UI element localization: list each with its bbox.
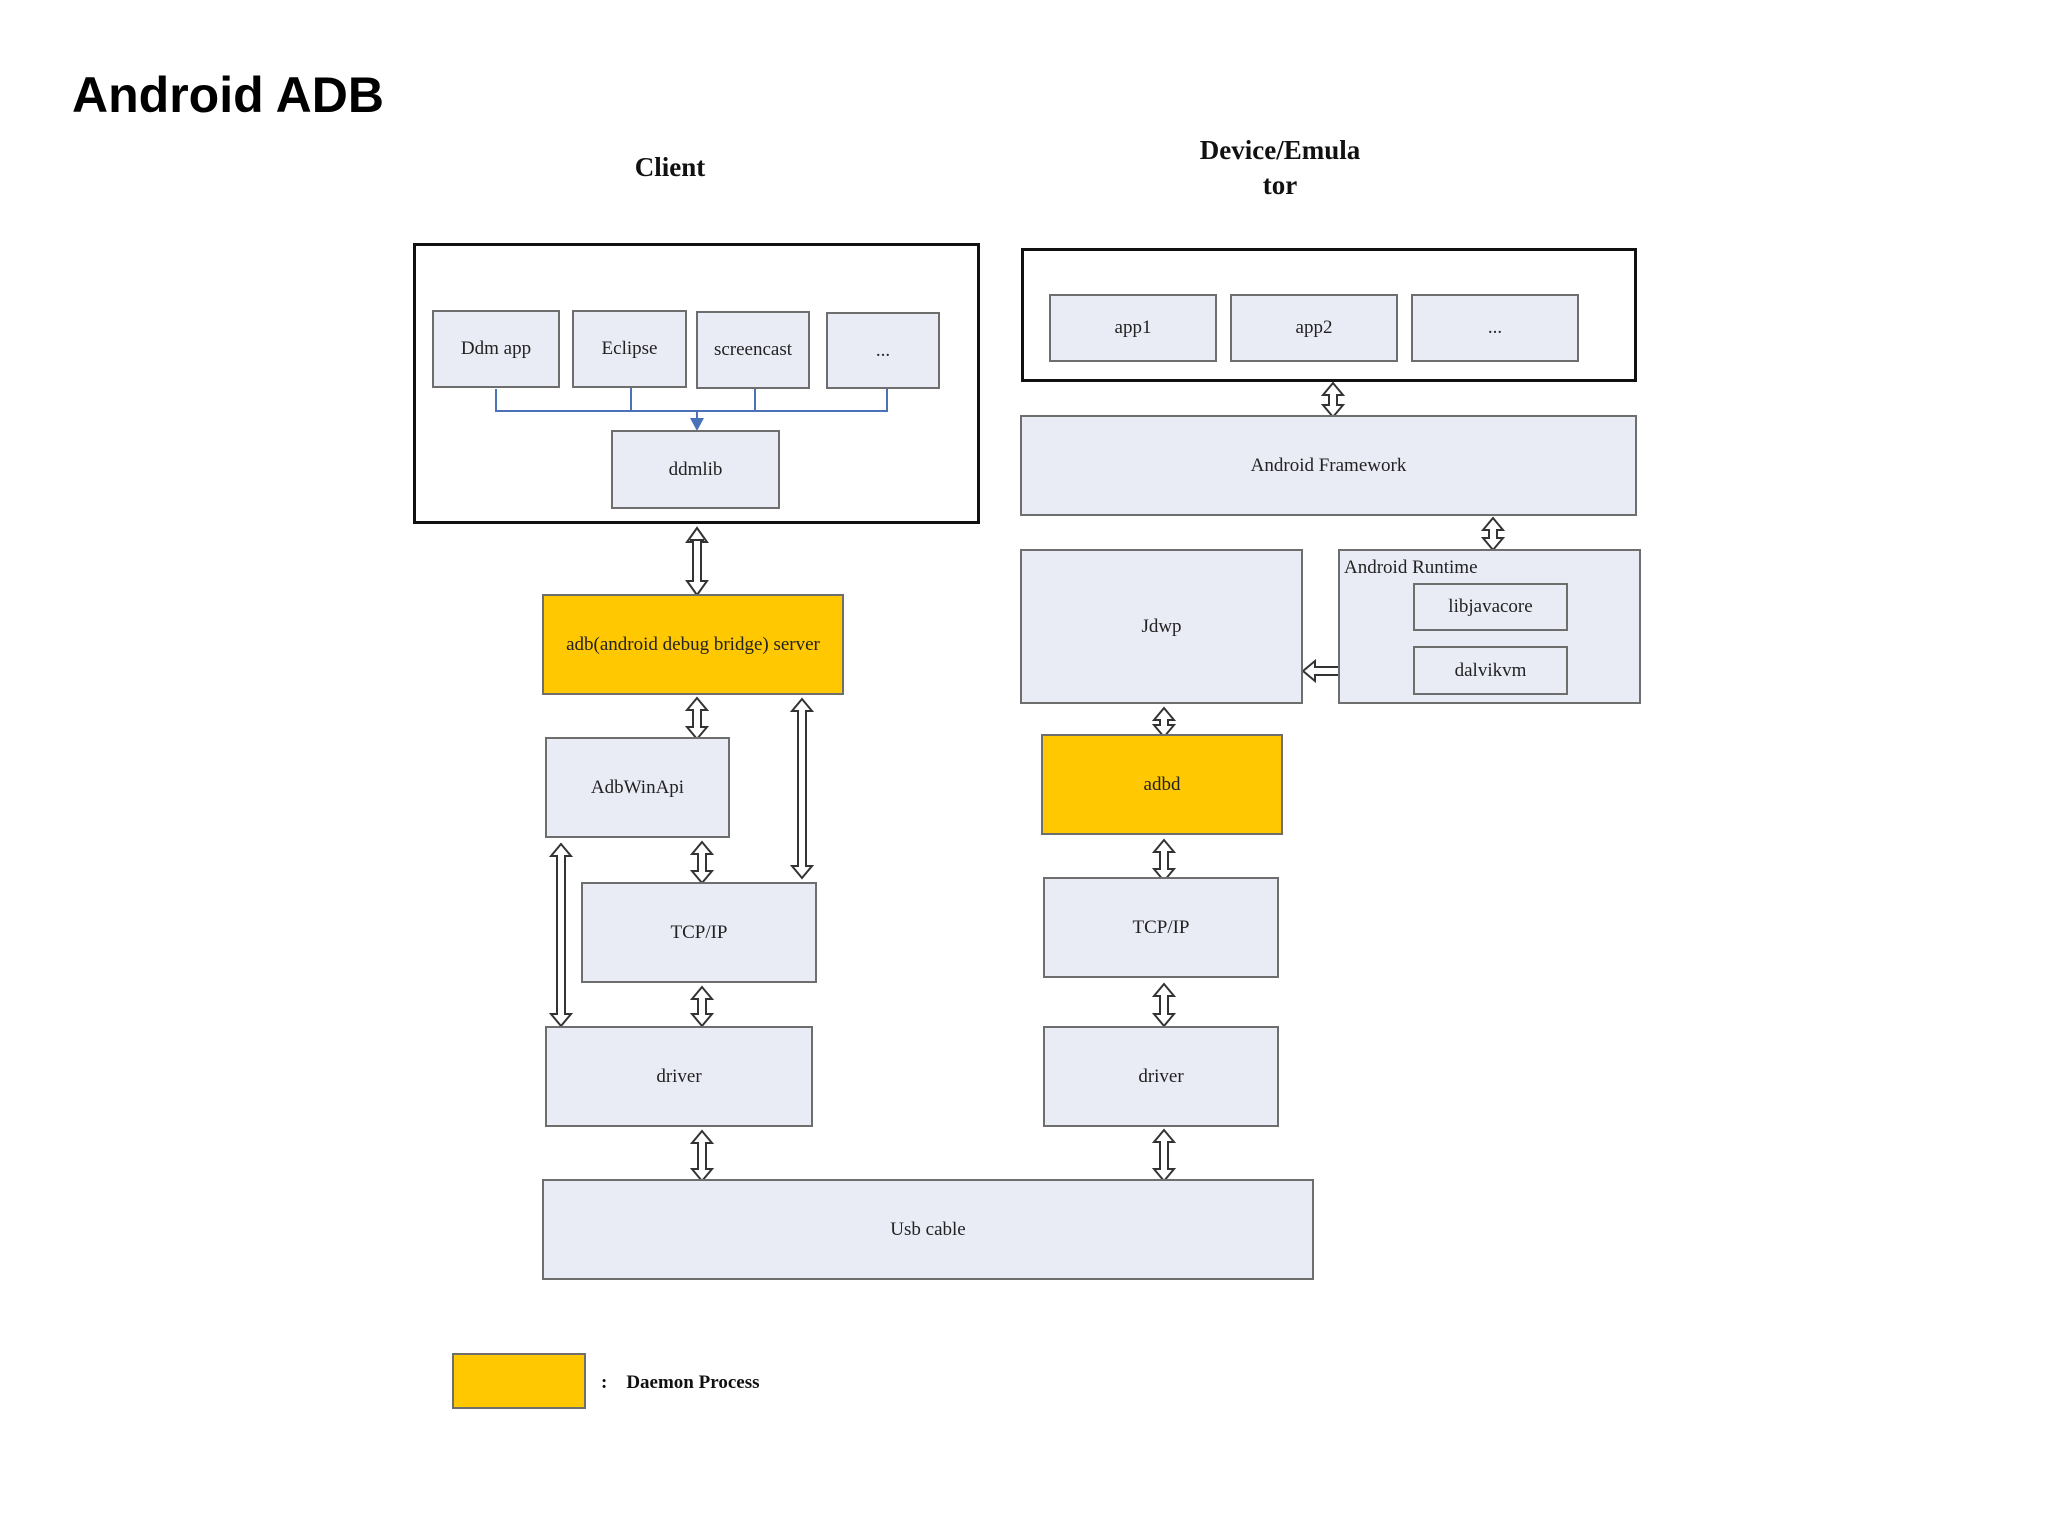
ddmlib-box: ddmlib bbox=[611, 430, 780, 509]
arrow-tcpip-to-driver-device bbox=[1151, 982, 1177, 1028]
device-heading: Device/Emula tor bbox=[1199, 135, 1361, 200]
legend-label: : Daemon Process bbox=[601, 1372, 760, 1393]
app1-box: app1 bbox=[1049, 294, 1217, 362]
more-apps-box: ... bbox=[1411, 294, 1579, 362]
client-driver-box: driver bbox=[545, 1026, 813, 1127]
arrow-apps-to-framework bbox=[1320, 381, 1346, 419]
app2-box: app2 bbox=[1230, 294, 1398, 362]
dalvikvm-box: dalvikvm bbox=[1413, 646, 1568, 695]
screencast-box: screencast bbox=[696, 311, 810, 389]
arrow-framework-to-runtime bbox=[1480, 516, 1506, 552]
usb-cable-box: Usb cable bbox=[542, 1179, 1314, 1280]
client-tcpip-box: TCP/IP bbox=[581, 882, 817, 983]
legend-daemon-swatch bbox=[452, 1353, 586, 1409]
adbwinapi-box: AdbWinApi bbox=[545, 737, 730, 838]
arrow-adbwinapi-to-tcpip bbox=[689, 840, 715, 885]
ddm-app-box: Ddm app bbox=[432, 310, 560, 388]
adbd-box: adbd bbox=[1041, 734, 1283, 835]
arrow-tcpip-to-driver-client bbox=[689, 985, 715, 1028]
more-tools-box: ... bbox=[826, 312, 940, 389]
eclipse-box: Eclipse bbox=[572, 310, 687, 388]
jdwp-box: Jdwp bbox=[1020, 549, 1303, 704]
adb-server-box: adb(android debug bridge) server bbox=[542, 594, 844, 695]
arrow-adbd-to-tcpip bbox=[1151, 838, 1177, 883]
arrow-server-to-adbwinapi bbox=[684, 696, 710, 741]
client-heading: Client bbox=[634, 152, 706, 182]
arrow-server-to-tcpip bbox=[789, 697, 815, 880]
arrow-client-to-server bbox=[685, 526, 709, 597]
device-tcpip-box: TCP/IP bbox=[1043, 877, 1279, 978]
arrow-jdwp-to-adbd bbox=[1151, 706, 1177, 739]
device-driver-box: driver bbox=[1043, 1026, 1279, 1127]
page-title: Android ADB bbox=[72, 67, 384, 123]
arrow-driver-to-usb-client bbox=[689, 1129, 715, 1183]
android-framework-box: Android Framework bbox=[1020, 415, 1637, 516]
libjavacore-box: libjavacore bbox=[1413, 583, 1568, 631]
arrow-driver-to-usb-device bbox=[1151, 1128, 1177, 1183]
bracket-arrowhead bbox=[690, 418, 704, 431]
arrow-adbwinapi-to-driver bbox=[548, 842, 574, 1028]
